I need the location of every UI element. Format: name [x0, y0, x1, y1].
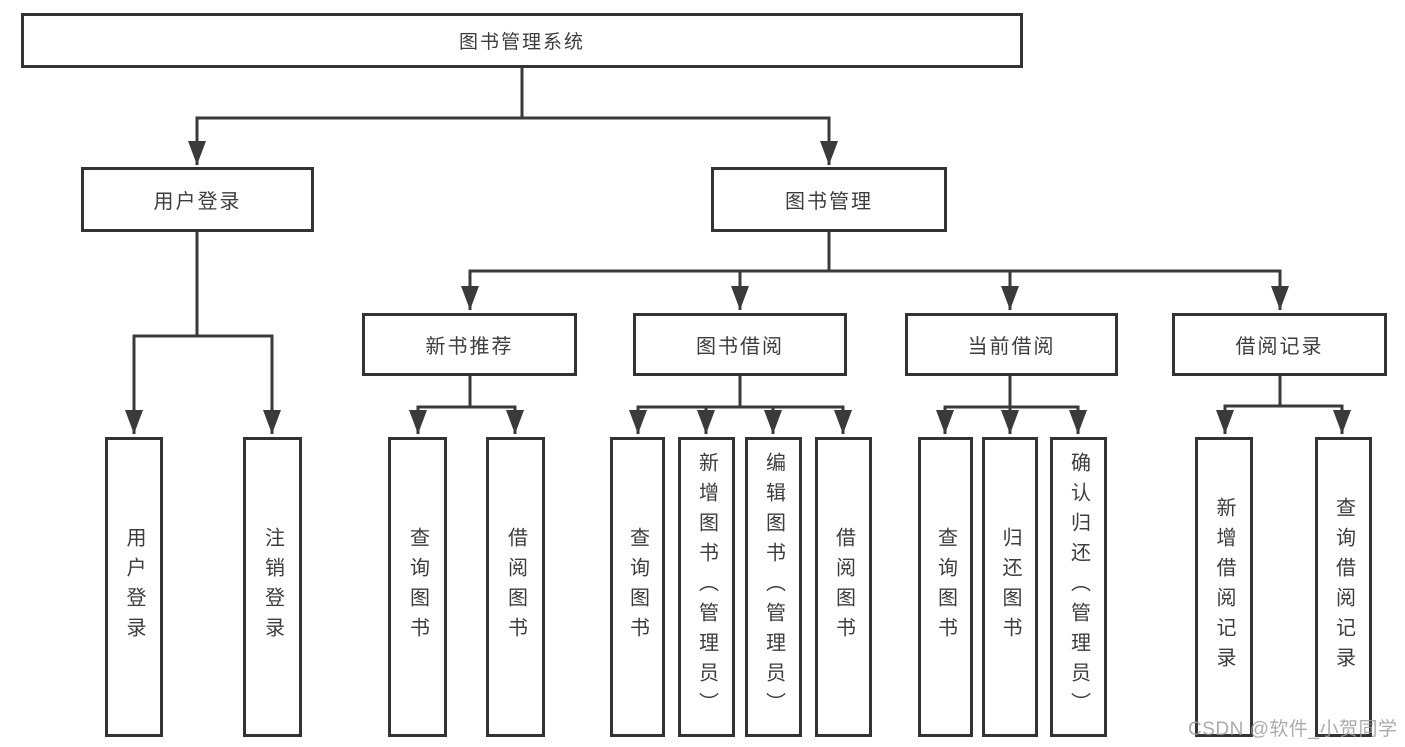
leaf-cb-confirm-return-admin: 确认归还（管理员） — [1050, 437, 1107, 737]
leaf-bb-borrow-book: 借阅图书 — [815, 437, 872, 737]
leaf-nb-query-book: 查询图书 — [388, 437, 447, 737]
node-book-management-label: 图书管理 — [785, 191, 873, 213]
leaf-logout-label: 注销登录 — [261, 527, 284, 647]
node-user-login: 用户登录 — [81, 167, 314, 232]
leaf-cb-query-book: 查询图书 — [918, 437, 973, 737]
node-book-borrow: 图书借阅 — [633, 313, 847, 376]
leaf-nb-query-book-label: 查询图书 — [406, 527, 429, 647]
watermark: CSDN @软件_小贺同学 — [1188, 719, 1398, 740]
leaf-bb-query-book: 查询图书 — [610, 437, 665, 737]
connector-book-management-to-level3 — [461, 231, 1289, 310]
node-root-label: 图书管理系统 — [458, 32, 585, 53]
connector-new-book-recommend-to-leaves — [409, 375, 524, 434]
leaf-logout: 注销登录 — [243, 437, 302, 737]
connector-root-to-level2 — [188, 68, 838, 165]
leaf-user-login: 用户登录 — [105, 437, 163, 737]
leaf-cb-return-book: 归还图书 — [982, 437, 1038, 737]
leaf-bb-query-book-label: 查询图书 — [626, 527, 649, 647]
leaf-br-query-record-label: 查询借阅记录 — [1332, 497, 1355, 677]
node-new-book-recommend-label: 新书推荐 — [425, 336, 514, 358]
leaf-br-add-record-label: 新增借阅记录 — [1213, 497, 1235, 677]
node-user-login-label: 用户登录 — [153, 191, 242, 213]
node-book-borrow-label: 图书借阅 — [696, 336, 784, 358]
node-borrow-record-label: 借阅记录 — [1235, 336, 1324, 358]
connector-current-borrow-to-leaves — [936, 375, 1087, 434]
node-root: 图书管理系统 — [21, 13, 1023, 68]
leaf-bb-edit-book-admin-label: 编辑图书（管理员） — [762, 452, 785, 722]
leaf-bb-borrow-book-label: 借阅图书 — [832, 527, 855, 647]
leaf-user-login-label: 用户登录 — [123, 527, 145, 647]
leaf-br-add-record: 新增借阅记录 — [1195, 437, 1253, 737]
node-borrow-record: 借阅记录 — [1172, 313, 1387, 376]
leaf-bb-edit-book-admin: 编辑图书（管理员） — [745, 437, 802, 737]
leaf-bb-add-book-admin-label: 新增图书（管理员） — [695, 452, 718, 722]
leaf-br-query-record: 查询借阅记录 — [1315, 437, 1372, 737]
node-book-management: 图书管理 — [711, 167, 947, 232]
leaf-nb-borrow-book-label: 借阅图书 — [504, 527, 527, 647]
leaf-cb-confirm-return-admin-label: 确认归还（管理员） — [1067, 452, 1090, 722]
connector-borrow-record-to-leaves — [1216, 375, 1351, 434]
connector-book-borrow-to-leaves — [629, 375, 852, 434]
connector-user-login-to-leaves — [125, 231, 281, 434]
leaf-cb-query-book-label: 查询图书 — [934, 527, 957, 647]
node-current-borrow-label: 当前借阅 — [967, 336, 1056, 358]
leaf-bb-add-book-admin: 新增图书（管理员） — [678, 437, 735, 737]
node-new-book-recommend: 新书推荐 — [362, 313, 577, 376]
node-current-borrow: 当前借阅 — [905, 313, 1118, 376]
leaf-nb-borrow-book: 借阅图书 — [486, 437, 545, 737]
leaf-cb-return-book-label: 归还图书 — [999, 527, 1021, 647]
